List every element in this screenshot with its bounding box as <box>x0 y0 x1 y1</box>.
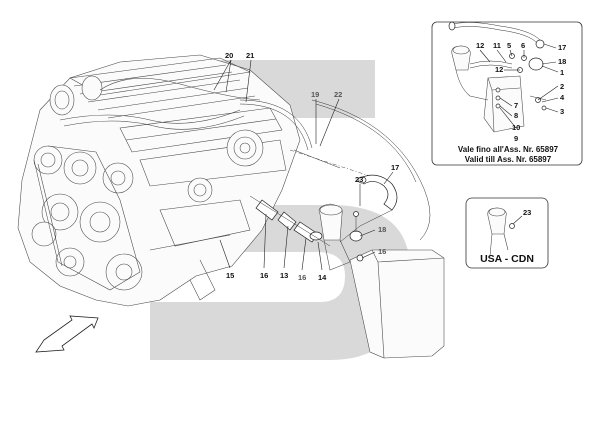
inset-callout-6: 6 <box>521 41 525 50</box>
inset-callout-2: 2 <box>560 82 564 91</box>
usa-cdn-label: USA - CDN <box>480 253 534 265</box>
inset-callout-17: 17 <box>558 43 566 52</box>
callout-17: 17 <box>391 163 399 172</box>
callout-usa-23: 23 <box>523 208 531 217</box>
direction-arrow-icon <box>35 315 99 353</box>
inset-callout-4: 4 <box>560 93 565 102</box>
callout-16a: 16 <box>378 247 386 256</box>
callout-13: 13 <box>280 271 288 280</box>
callout-22: 22 <box>334 90 342 99</box>
callout-21: 21 <box>246 51 254 60</box>
usa-variant-box: USA - CDN 23 <box>465 197 549 269</box>
inset-callout-3: 3 <box>560 107 564 116</box>
vapor-pipes <box>239 99 431 247</box>
callout-23: 23 <box>355 175 363 184</box>
inset-callout-10: 10 <box>512 123 520 132</box>
inset-callout-18: 18 <box>558 57 566 66</box>
inset-detail-box <box>431 21 583 166</box>
callout-16b: 16 <box>260 271 268 280</box>
inset-callout-8: 8 <box>514 111 518 120</box>
inset-callout-12a: 12 <box>476 41 484 50</box>
inset-callout-9: 9 <box>514 134 518 143</box>
validity-note-line1: Vale fino all'Ass. Nr. 65897 <box>458 145 559 154</box>
inset-callout-5: 5 <box>507 41 511 50</box>
callout-19: 19 <box>311 90 319 99</box>
validity-note-line2: Valid till Ass. Nr. 65897 <box>465 155 552 164</box>
callout-18: 18 <box>378 225 386 234</box>
callout-20: 20 <box>225 51 233 60</box>
callout-16c: 16 <box>298 273 306 282</box>
inset-callout-12b: 12 <box>495 65 503 74</box>
inset-callout-7: 7 <box>514 101 518 110</box>
leader-lines <box>213 43 559 271</box>
callout-15: 15 <box>226 271 234 280</box>
watermark-logo <box>148 60 410 360</box>
inset-callout-11: 11 <box>493 41 501 50</box>
inset-callout-1: 1 <box>560 68 564 77</box>
engine-illustration <box>17 54 301 307</box>
fuel-tank <box>318 203 445 359</box>
callout-14: 14 <box>318 273 327 282</box>
